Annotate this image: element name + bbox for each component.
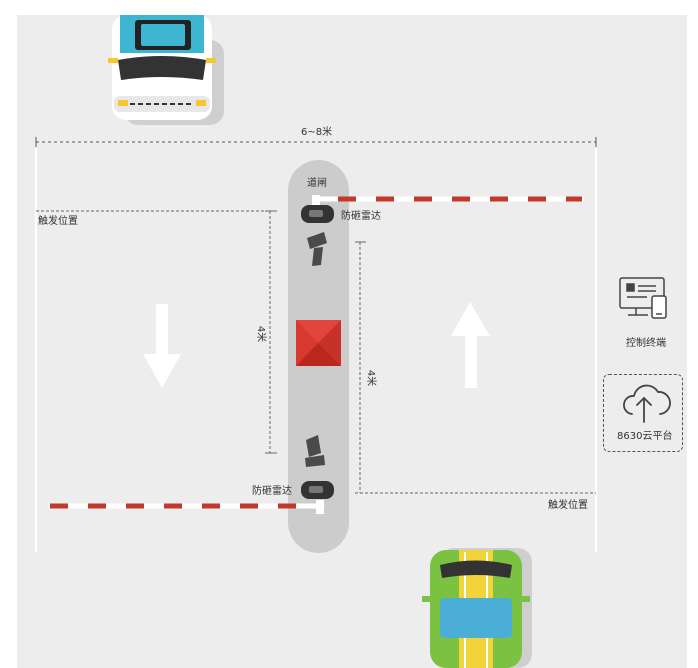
trigger-right-label: 触发位置 — [548, 500, 588, 511]
distance-right-label: 4米 — [365, 369, 377, 387]
width-dimension-label: 6~8米 — [301, 127, 333, 138]
arrow-up-icon — [451, 302, 490, 388]
road-surface — [17, 15, 687, 668]
camera-icon — [305, 435, 325, 467]
radar-top-label: 防砸雷达 — [341, 211, 381, 222]
width-dimension-line — [35, 137, 597, 147]
radar-sensor-icon — [301, 481, 334, 499]
barrier-boom-bottom — [47, 500, 325, 514]
trigger-left-label: 触发位置 — [38, 216, 78, 227]
trigger-line-left — [36, 210, 277, 454]
cloud-upload-icon — [623, 384, 671, 423]
arrow-down-icon — [143, 304, 181, 388]
car-bottom — [422, 548, 532, 668]
trigger-line-right — [355, 241, 596, 494]
control-terminal-icon — [619, 277, 667, 319]
barrier-gate-label: 道闸 — [307, 178, 327, 189]
barrier-boom-top — [312, 195, 585, 209]
cloud-platform-box — [603, 374, 683, 452]
camera-icon — [307, 232, 327, 266]
radar-bottom-label: 防砸雷达 — [252, 486, 292, 497]
control-terminal-label: 控制终端 — [626, 338, 666, 349]
cloud-platform-label: 8630云平台 — [617, 431, 673, 442]
car-top — [108, 15, 224, 125]
guard-booth-icon — [296, 320, 341, 366]
radar-sensor-icon — [301, 205, 334, 223]
distance-left-label: 4米 — [255, 325, 267, 343]
